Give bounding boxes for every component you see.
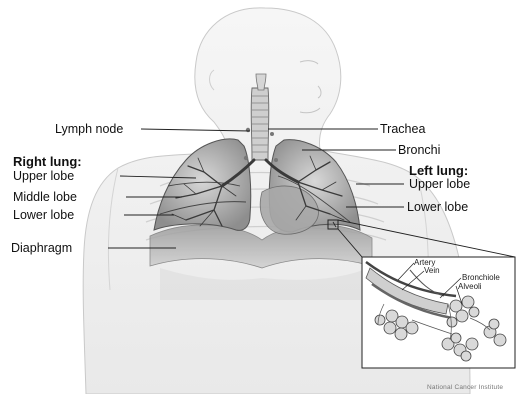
label-middle-lobe: Middle lobe [13, 191, 77, 204]
label-bronchiole: Bronchiole [462, 274, 500, 282]
label-diaphragm: Diaphragm [11, 242, 72, 255]
credit-text: National Cancer Institute [427, 384, 503, 391]
label-left-lower-lobe: Lower lobe [407, 201, 468, 214]
label-right-lung: Right lung: [13, 155, 82, 168]
label-alveoli: Alveoli [458, 283, 482, 291]
label-lymph-node: Lymph node [55, 123, 123, 136]
label-trachea: Trachea [380, 123, 425, 136]
label-left-lung: Left lung: [409, 164, 468, 177]
label-bronchi: Bronchi [398, 144, 440, 157]
label-vein: Vein [424, 267, 440, 275]
label-left-upper-lobe: Upper lobe [409, 178, 470, 191]
label-right-lower-lobe: Lower lobe [13, 209, 74, 222]
label-right-upper-lobe: Upper lobe [13, 170, 74, 183]
